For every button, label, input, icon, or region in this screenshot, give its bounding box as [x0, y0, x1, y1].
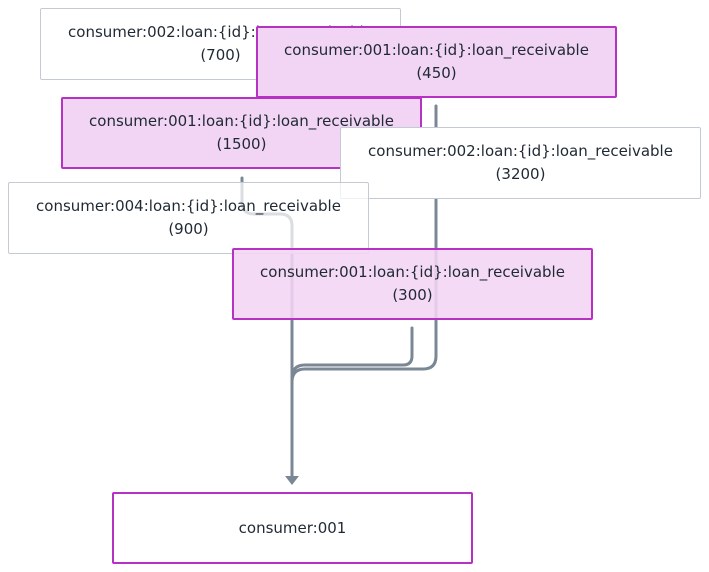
- node-label: consumer:001:loan:{id}:loan_receivable: [284, 41, 589, 59]
- node-amount: (300): [392, 286, 433, 304]
- node-amount: (900): [168, 220, 209, 238]
- node-amount: (450): [416, 64, 457, 82]
- node-label: consumer:001: [238, 518, 347, 537]
- node-consumer-004-loan-900[interactable]: consumer:004:loan:{id}:loan_receivable (…: [8, 182, 369, 254]
- node-consumer-001-loan-300[interactable]: consumer:001:loan:{id}:loan_receivable (…: [232, 248, 593, 320]
- node-amount: (700): [200, 46, 241, 64]
- node-consumer-002-loan-3200[interactable]: consumer:002:loan:{id}:loan_receivable (…: [340, 127, 701, 199]
- edge-300-to-consumer-001: [290, 326, 414, 380]
- node-label: consumer:004:loan:{id}:loan_receivable: [36, 197, 341, 215]
- node-amount: (3200): [495, 165, 546, 183]
- node-amount: (1500): [216, 135, 267, 153]
- arrowhead-icon: [285, 476, 299, 485]
- node-consumer-001-loan-450[interactable]: consumer:001:loan:{id}:loan_receivable (…: [256, 26, 617, 98]
- node-label: consumer:002:loan:{id}:loan_receivable: [368, 142, 673, 160]
- node-consumer-001[interactable]: consumer:001: [112, 492, 473, 564]
- node-label: consumer:001:loan:{id}:loan_receivable: [260, 263, 565, 281]
